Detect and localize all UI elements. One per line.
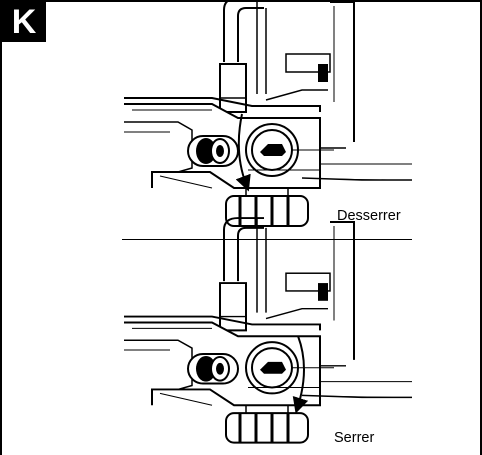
loosen-arrow-icon	[235, 113, 251, 192]
figure-letter-badge: K	[2, 2, 46, 42]
tighten-label: Serrer	[334, 430, 375, 446]
tighten-arrow-icon	[292, 335, 309, 414]
panel-divider	[122, 239, 412, 240]
saw-diagram-loosen	[122, 2, 414, 228]
loosen-label: Desserrer	[337, 208, 401, 224]
saw-diagram-tighten	[122, 216, 414, 445]
